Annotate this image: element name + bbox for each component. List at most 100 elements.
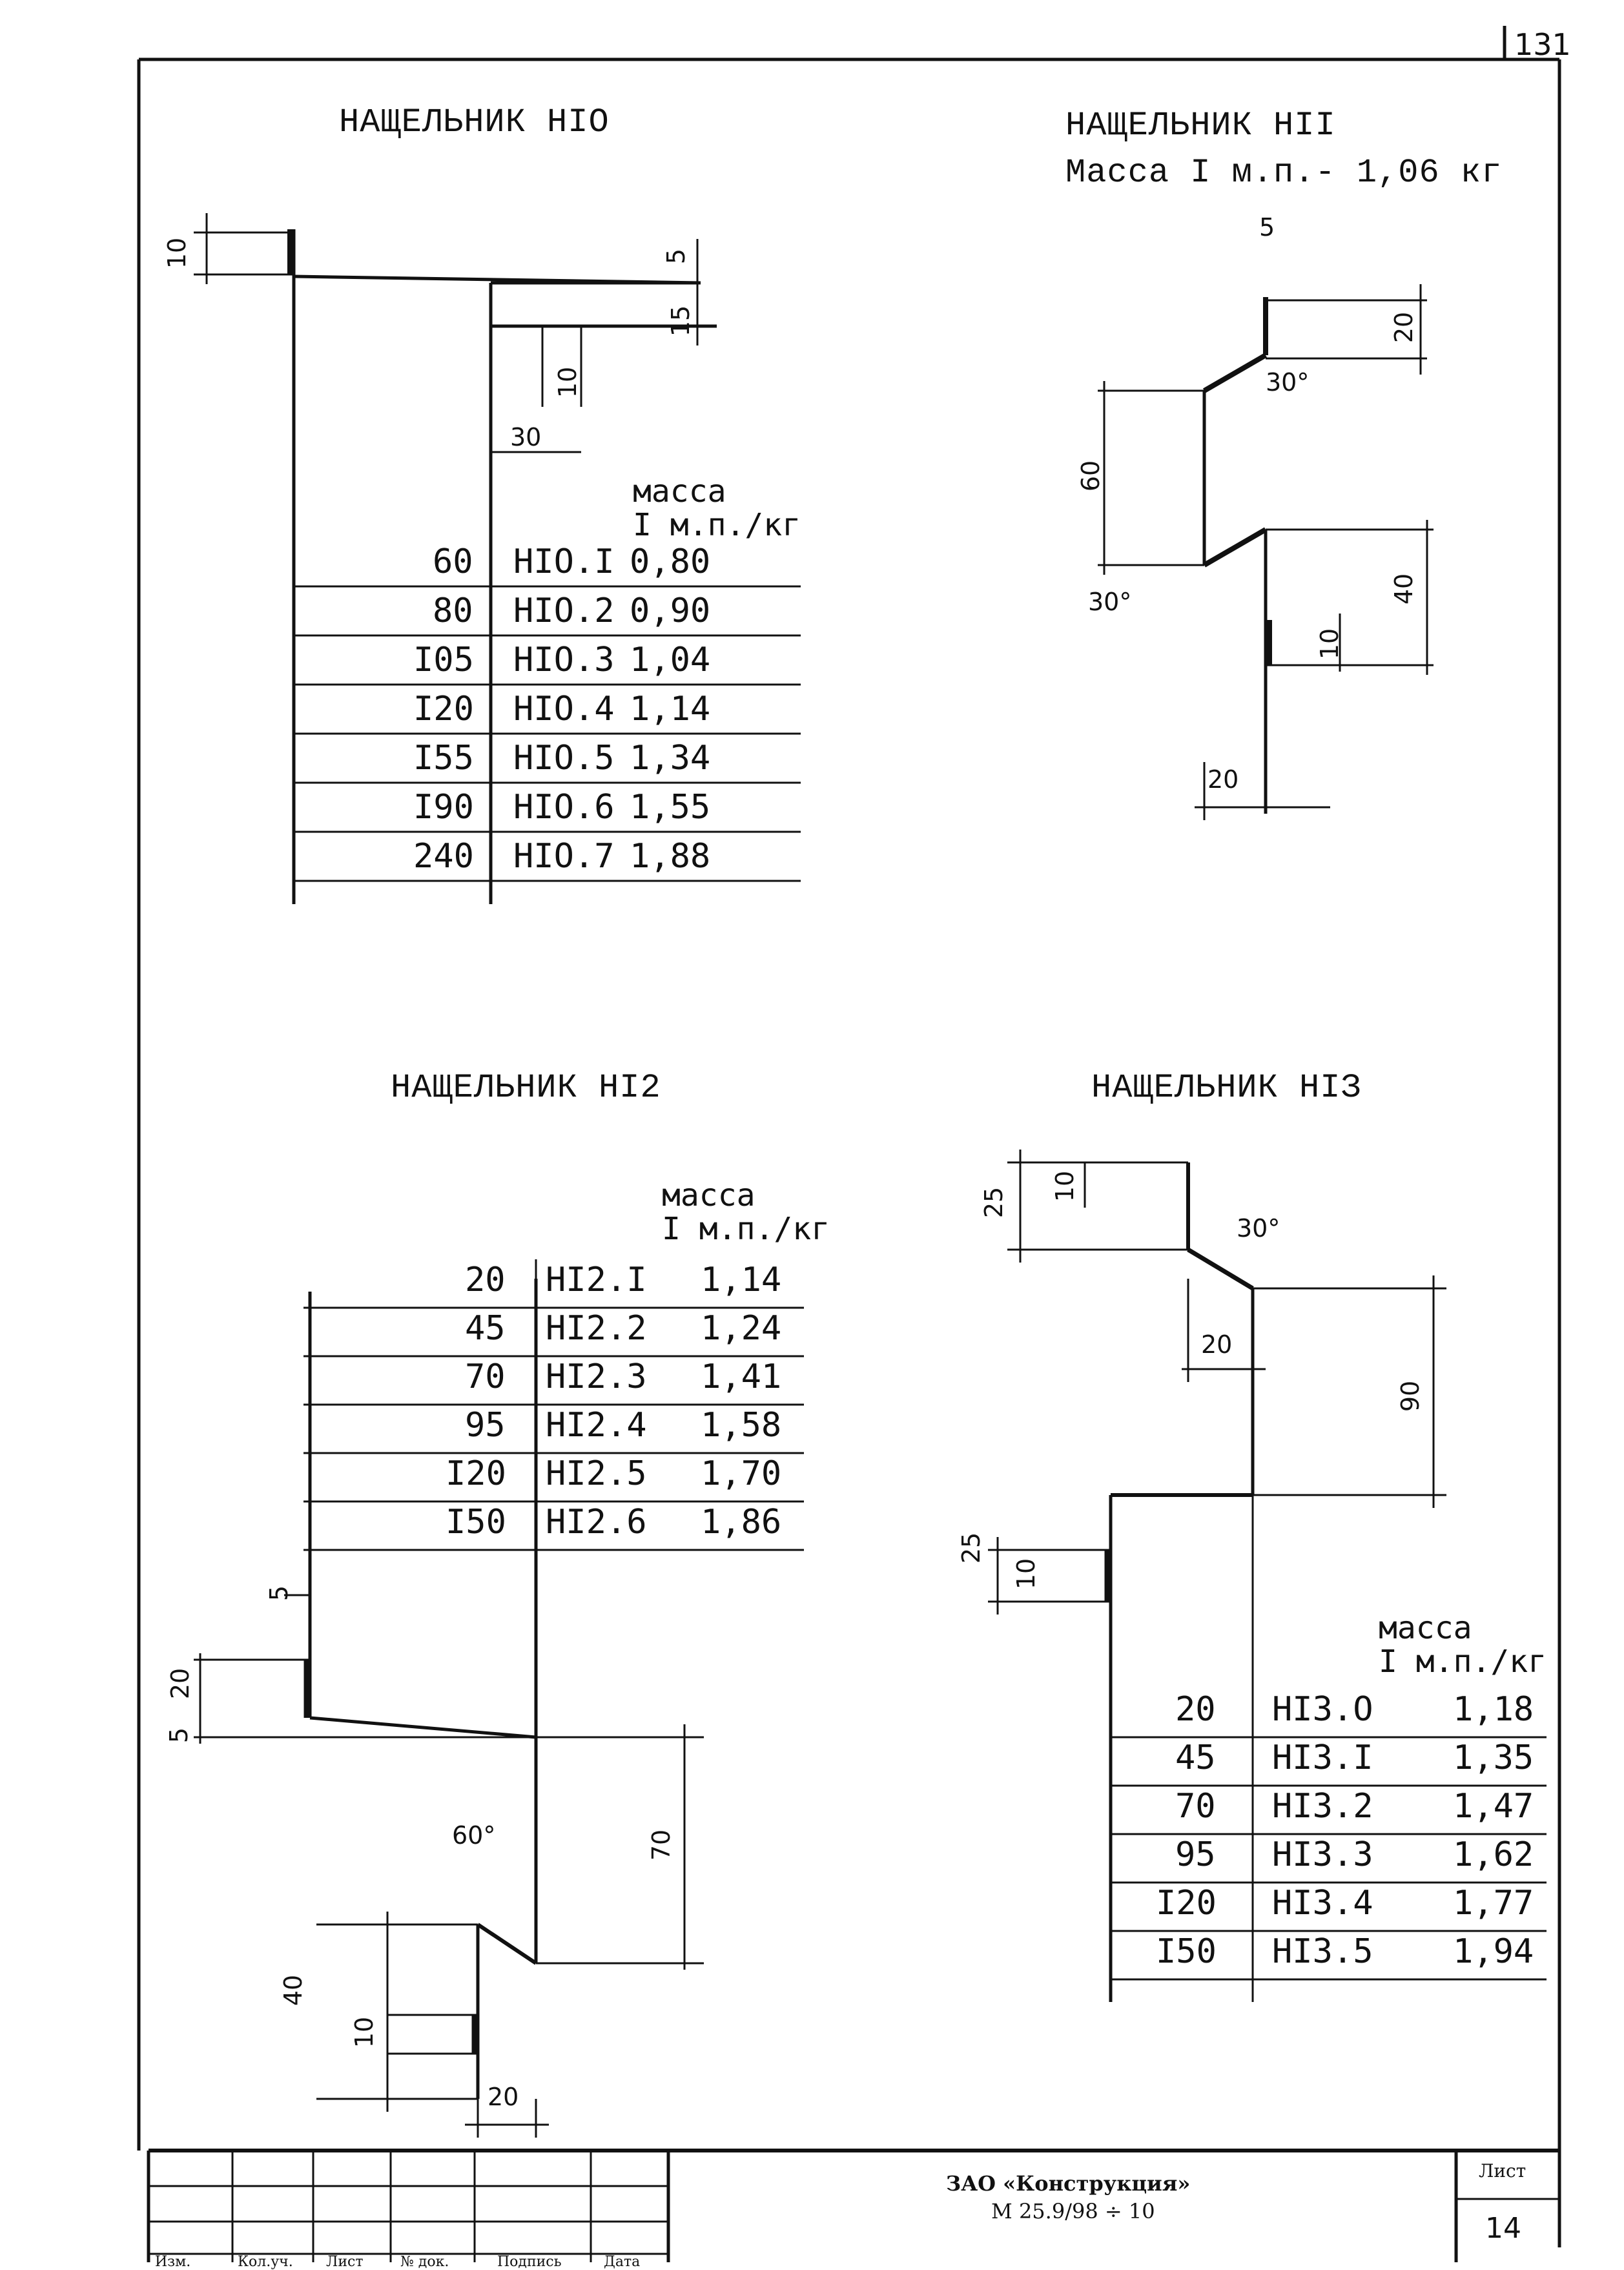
row-code: НІЗ.4 bbox=[1272, 1884, 1373, 1923]
h12-dim-d: 70 bbox=[647, 1829, 676, 1861]
h12-mass-unit: I м.п./кг bbox=[662, 1211, 830, 1247]
table-row: 95 НІЗ.3 1,62 bbox=[1111, 1835, 1550, 1884]
h12-dim-f: 40 bbox=[279, 1974, 308, 2007]
row-code: НІЗ.5 bbox=[1272, 1932, 1373, 1971]
row-mass: 1,58 bbox=[701, 1406, 782, 1445]
table-row: I55 НІО.5 1,34 bbox=[294, 739, 810, 788]
table-row: I50 НІ2.6 1,86 bbox=[303, 1503, 814, 1552]
row-mass: 1,86 bbox=[701, 1503, 782, 1542]
table-row: 20 НІ2.І 1,14 bbox=[303, 1261, 814, 1310]
h13-dim-c: 30° bbox=[1237, 1214, 1280, 1243]
table-row: I20 НІЗ.4 1,77 bbox=[1111, 1884, 1550, 1933]
row-length: 45 bbox=[465, 1309, 506, 1348]
table-row: 20 НІЗ.О 1,18 bbox=[1111, 1690, 1550, 1739]
tb-company: ЗАО «Конструкция» bbox=[946, 2171, 1191, 2196]
h13-dim-e: 90 bbox=[1396, 1380, 1425, 1412]
table-row: 240 НІО.7 1,88 bbox=[294, 837, 810, 886]
table-row: I20 НІ2.5 1,70 bbox=[303, 1454, 814, 1503]
row-code: НІЗ.О bbox=[1272, 1690, 1373, 1729]
row-code: НІО.5 bbox=[513, 739, 615, 778]
h13-dim-f: 25 bbox=[957, 1532, 986, 1564]
row-code: НІЗ.І bbox=[1272, 1739, 1373, 1777]
row-mass: 1,41 bbox=[701, 1357, 782, 1396]
h12-mass-label: масса bbox=[662, 1177, 755, 1213]
row-mass: 0,90 bbox=[630, 592, 711, 630]
row-length: I20 bbox=[446, 1454, 506, 1493]
row-code: НІО.2 bbox=[513, 592, 615, 630]
h11-dim-e: 30° bbox=[1088, 588, 1132, 616]
row-code: НІО.7 bbox=[513, 837, 615, 876]
table-row: 95 НІ2.4 1,58 bbox=[303, 1406, 814, 1455]
table-row: 70 НІЗ.2 1,47 bbox=[1111, 1787, 1550, 1836]
row-length: I05 bbox=[413, 641, 474, 679]
row-length: I20 bbox=[1156, 1884, 1217, 1923]
row-code: НІ2.6 bbox=[546, 1503, 647, 1542]
row-length: 45 bbox=[1175, 1739, 1216, 1777]
row-length: I50 bbox=[1156, 1932, 1217, 1971]
h13-title: НАЩЕЛЬНИК НІЗ bbox=[1091, 1069, 1362, 1107]
row-mass: 1,62 bbox=[1453, 1835, 1534, 1874]
h11-title: НАЩЕЛЬНИК НІІ bbox=[1065, 107, 1336, 145]
row-code: НІО.4 bbox=[513, 690, 615, 728]
row-mass: 1,88 bbox=[630, 837, 711, 876]
h12-dim-g: 10 bbox=[350, 2016, 379, 2048]
row-length: I50 bbox=[446, 1503, 506, 1542]
h13-mass-label: масса bbox=[1379, 1610, 1472, 1646]
h10-mass-unit: I м.п./кг bbox=[633, 507, 801, 543]
row-code: НІ2.2 bbox=[546, 1309, 647, 1348]
row-mass: 1,14 bbox=[630, 690, 711, 728]
h11-dim-h: 20 bbox=[1208, 765, 1239, 794]
h12-dim-c: 5 bbox=[165, 1727, 194, 1744]
h11-dim-c: 30° bbox=[1266, 368, 1310, 397]
row-length: I20 bbox=[413, 690, 474, 728]
tb-sheet-label: Лист bbox=[1479, 2160, 1526, 2182]
tb-sheet-number: 14 bbox=[1485, 2212, 1521, 2245]
row-mass: 1,04 bbox=[630, 641, 711, 679]
page-number: 131 bbox=[1514, 27, 1571, 62]
row-mass: 1,35 bbox=[1453, 1739, 1534, 1777]
row-code: НІ2.5 bbox=[546, 1454, 647, 1493]
h10-title: НАЩЕЛЬНИК НІО bbox=[339, 103, 610, 141]
h13-mass-unit: I м.п./кг bbox=[1379, 1644, 1547, 1680]
row-length: 240 bbox=[413, 837, 474, 876]
row-mass: 0,80 bbox=[630, 542, 711, 581]
h12-dim-e: 60° bbox=[452, 1821, 496, 1850]
row-length: 70 bbox=[1175, 1787, 1216, 1826]
table-row: I90 НІО.6 1,55 bbox=[294, 788, 810, 837]
tb-doc-code: М 25.9/98 ÷ 10 bbox=[991, 2199, 1155, 2224]
row-code: НІО.І bbox=[513, 542, 615, 581]
row-length: 20 bbox=[1175, 1690, 1216, 1729]
row-mass: 1,34 bbox=[630, 739, 711, 778]
table-row: 60 НІО.І 0,80 bbox=[294, 542, 810, 592]
h13-mass-header: масса I м.п./кг bbox=[1379, 1611, 1547, 1678]
row-code: НІЗ.3 bbox=[1272, 1835, 1373, 1874]
h11-dim-f: 40 bbox=[1390, 573, 1419, 605]
row-code: НІ2.3 bbox=[546, 1357, 647, 1396]
h12-dim-b: 20 bbox=[166, 1667, 195, 1700]
table-row: I20 НІО.4 1,14 bbox=[294, 690, 810, 739]
table-row: 45 НІ2.2 1,24 bbox=[303, 1309, 814, 1358]
h13-dim-d: 20 bbox=[1201, 1330, 1233, 1359]
h10-mass-header: масса I м.п./кг bbox=[633, 475, 801, 542]
h10-dim-b: 5 bbox=[662, 248, 691, 265]
row-length: 70 bbox=[465, 1357, 506, 1396]
h10-dim-e: 30 bbox=[510, 423, 542, 451]
table-row: 80 НІО.2 0,90 bbox=[294, 592, 810, 641]
row-mass: 1,70 bbox=[701, 1454, 782, 1493]
h12-dim-a: 5 bbox=[265, 1585, 294, 1602]
h13-dim-b: 10 bbox=[1051, 1170, 1080, 1202]
h13-dim-a: 25 bbox=[980, 1186, 1009, 1219]
row-length: 60 bbox=[433, 542, 473, 581]
row-mass: 1,77 bbox=[1453, 1884, 1534, 1923]
row-code: НІЗ.2 bbox=[1272, 1787, 1373, 1826]
h12-title: НАЩЕЛЬНИК НІ2 bbox=[391, 1069, 661, 1107]
table-row: 70 НІ2.3 1,41 bbox=[303, 1357, 814, 1407]
row-mass: 1,14 bbox=[701, 1261, 782, 1299]
h11-dim-d: 60 bbox=[1076, 460, 1105, 492]
h11-dim-g: 10 bbox=[1315, 628, 1344, 660]
row-length: 95 bbox=[465, 1406, 506, 1445]
table-row: 45 НІЗ.І 1,35 bbox=[1111, 1739, 1550, 1788]
h11-dim-a: 5 bbox=[1259, 213, 1275, 242]
h12-mass-header: масса I м.п./кг bbox=[662, 1179, 830, 1246]
row-length: 80 bbox=[433, 592, 473, 630]
